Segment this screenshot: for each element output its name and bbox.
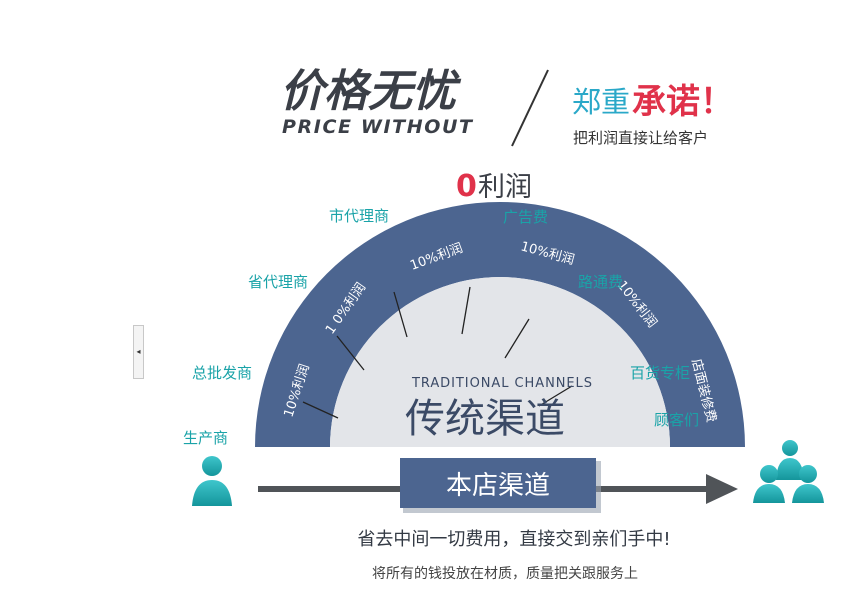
flow-arrow-head xyxy=(706,474,738,504)
promise-sub: 把利润直接让给客户 xyxy=(573,129,708,147)
ticks xyxy=(302,286,573,419)
footer-line1: 省去中间一切费用，直接交到亲们手中! xyxy=(357,529,670,550)
store-channel-label: 本店渠道 xyxy=(446,471,550,501)
divider-slash xyxy=(511,69,549,147)
label-customers: 顾客们 xyxy=(654,411,699,429)
center-en: TRADITIONAL CHANNELS xyxy=(411,376,592,391)
label-city-agent: 市代理商 xyxy=(329,207,389,225)
chevron-left-icon: ◂ xyxy=(136,347,141,356)
label-wholesaler: 总批发商 xyxy=(192,364,252,382)
label-province-agent: 省代理商 xyxy=(248,273,308,291)
promise-b: 承诺！ xyxy=(632,82,734,122)
title-en: PRICE WITHOUT xyxy=(282,116,474,138)
store-channel-box xyxy=(400,458,596,508)
label-advertising: 广告费 xyxy=(503,208,548,226)
collapse-handle[interactable]: ◂ xyxy=(133,325,144,379)
person-icon xyxy=(192,456,232,506)
label-road-fee: 路通费 xyxy=(578,273,623,291)
group-icon xyxy=(753,440,824,503)
traditional-arc xyxy=(255,202,745,447)
zero-profit-number: 0 xyxy=(456,169,477,204)
label-producer: 生产商 xyxy=(183,429,228,447)
label-department-store: 百货专柜 xyxy=(630,364,690,382)
title-cn: 价格无忧 xyxy=(280,66,462,117)
footer-line2: 将所有的钱投放在材质，质量把关跟服务上 xyxy=(372,566,638,582)
center-cn: 传统渠道 xyxy=(405,396,565,442)
promise-a: 郑重 xyxy=(572,85,630,119)
zero-profit-label: 利润 xyxy=(478,172,532,203)
inner-semicircle xyxy=(330,277,670,447)
